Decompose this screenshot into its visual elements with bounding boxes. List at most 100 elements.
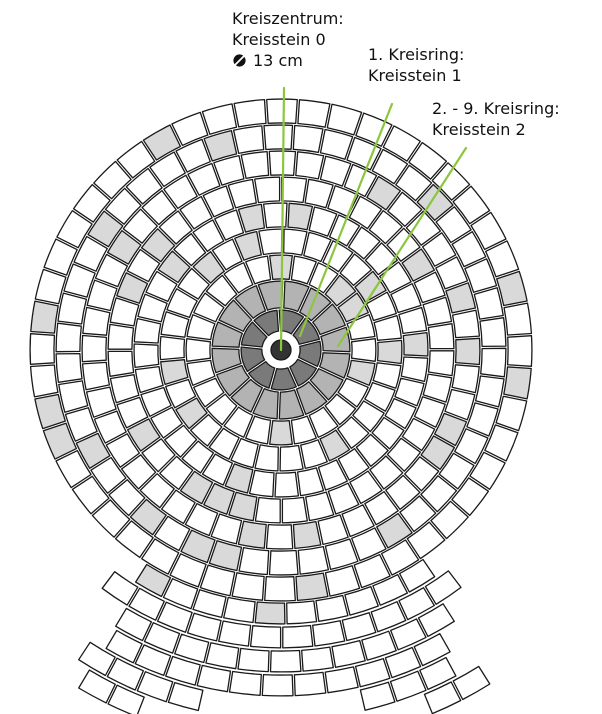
paving-stone bbox=[435, 256, 469, 290]
paving-stone bbox=[454, 337, 481, 366]
paving-stone bbox=[451, 231, 487, 268]
paving-stone bbox=[166, 288, 198, 319]
paving-stone bbox=[237, 203, 266, 233]
paving-stone bbox=[145, 270, 178, 303]
label-rings-2-9-title: 2. - 9. Kreisring: bbox=[432, 99, 560, 118]
paving-stone bbox=[427, 350, 455, 377]
paving-stone bbox=[337, 416, 370, 449]
paving-stone bbox=[179, 470, 214, 505]
paving-stone bbox=[140, 386, 172, 417]
paving-stone bbox=[385, 474, 421, 511]
paving-stone bbox=[55, 352, 83, 383]
paving-stone bbox=[128, 587, 165, 621]
paving-stone bbox=[270, 367, 297, 391]
paving-stone bbox=[295, 151, 325, 180]
paving-stone bbox=[134, 563, 172, 598]
paving-stone bbox=[150, 406, 183, 439]
paving-stone bbox=[395, 164, 433, 202]
paving-stone bbox=[308, 406, 339, 438]
paving-stone bbox=[232, 125, 265, 155]
paving-stone bbox=[205, 642, 240, 670]
paving-stone bbox=[287, 202, 314, 231]
paving-stone bbox=[384, 646, 422, 679]
paving-stone bbox=[372, 362, 402, 389]
paving-stone bbox=[435, 206, 472, 244]
paving-stone bbox=[328, 214, 361, 247]
paving-stone bbox=[218, 620, 252, 647]
paving-stone bbox=[274, 471, 300, 498]
pointer-rings-2-9 bbox=[336, 146, 468, 348]
paving-stone bbox=[108, 479, 146, 517]
paving-stone bbox=[348, 195, 383, 230]
paving-stone bbox=[211, 321, 244, 348]
ring-7 bbox=[81, 150, 481, 550]
paving-stone bbox=[387, 191, 423, 227]
paving-stone bbox=[296, 467, 325, 497]
paving-stone bbox=[34, 268, 67, 305]
paving-stone bbox=[420, 475, 458, 513]
paving-stone bbox=[380, 539, 420, 576]
paving-stone bbox=[116, 140, 156, 179]
paving-stone bbox=[324, 565, 361, 597]
paving-stone bbox=[394, 377, 425, 407]
paving-stone bbox=[341, 612, 377, 642]
paving-stone bbox=[352, 400, 385, 433]
paving-stone bbox=[57, 292, 88, 325]
ring-9 bbox=[29, 98, 533, 602]
paving-stone bbox=[174, 633, 210, 664]
paving-stone bbox=[149, 151, 186, 188]
ring-4 bbox=[159, 228, 403, 472]
paving-stone bbox=[186, 359, 216, 386]
paving-stone bbox=[71, 475, 110, 515]
paving-stone bbox=[308, 206, 338, 237]
paving-stone bbox=[317, 459, 348, 491]
paving-stone bbox=[364, 490, 399, 526]
paving-stone bbox=[279, 444, 304, 472]
paving-stone bbox=[230, 437, 259, 469]
paving-stone bbox=[216, 364, 250, 397]
paving-stone bbox=[93, 160, 132, 200]
paving-stone bbox=[496, 270, 528, 307]
paving-stone bbox=[254, 444, 279, 472]
paving-stone bbox=[184, 502, 219, 537]
paving-stone bbox=[400, 356, 429, 383]
label-center: Kreiszentrum: Kreisstein 0 13 cm bbox=[232, 8, 344, 71]
paving-stone bbox=[240, 346, 266, 373]
paving-stone bbox=[402, 331, 429, 357]
paving-stone bbox=[484, 240, 520, 278]
paving-stone bbox=[186, 612, 222, 642]
paving-stone bbox=[237, 520, 267, 549]
paving-stone bbox=[454, 428, 489, 465]
paving-stone bbox=[179, 195, 213, 230]
paving-stone bbox=[337, 448, 370, 481]
paving-stone bbox=[86, 279, 118, 312]
paving-stone bbox=[160, 489, 196, 525]
paving-stone bbox=[469, 451, 506, 490]
paving-stone bbox=[203, 482, 235, 515]
paving-stone bbox=[480, 347, 507, 378]
paving-stone bbox=[228, 491, 258, 522]
paving-stone bbox=[466, 402, 499, 437]
paving-stone bbox=[213, 154, 245, 186]
label-rings-2-9-stone: Kreisstein 2 bbox=[432, 120, 526, 139]
paving-stone bbox=[365, 291, 397, 322]
label-rings-2-9: 2. - 9. Kreisring: Kreisstein 2 bbox=[432, 98, 560, 140]
paving-stone bbox=[223, 406, 254, 438]
paving-stone bbox=[248, 469, 275, 498]
paving-stone bbox=[355, 433, 389, 467]
paving-stone bbox=[506, 335, 533, 367]
paving-stone bbox=[503, 366, 532, 400]
diameter-icon bbox=[233, 54, 246, 67]
paving-stone bbox=[359, 681, 396, 711]
paving-stone bbox=[319, 429, 351, 462]
paving-stone bbox=[253, 309, 280, 337]
paving-stone bbox=[245, 255, 272, 285]
paving-stone bbox=[431, 162, 471, 201]
paving-stone bbox=[479, 317, 507, 348]
paving-stone bbox=[318, 352, 351, 379]
paving-stone bbox=[163, 174, 198, 210]
paving-stone bbox=[404, 456, 440, 492]
paving-stone bbox=[295, 381, 328, 415]
paving-stone bbox=[399, 495, 437, 533]
